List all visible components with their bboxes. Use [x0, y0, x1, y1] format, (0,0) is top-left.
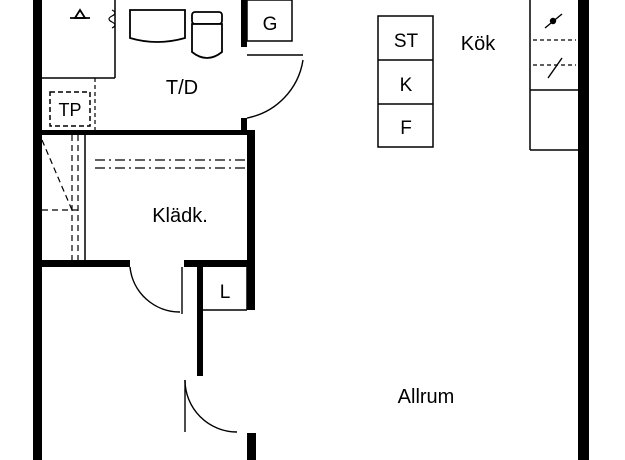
toilet-bowl: [191, 23, 223, 59]
bathroom-east-wall-stub: [241, 118, 247, 134]
doors: [129, 54, 304, 433]
fixture-label-freezer: F: [400, 118, 412, 139]
wardrobe-door-swing: [129, 266, 181, 313]
bathroom-door-swing: [246, 59, 304, 119]
toilet-tank: [191, 11, 223, 25]
bathroom-fixtures: [70, 8, 223, 59]
room-label-living: Allrum: [398, 386, 455, 408]
east-outer-wall: [578, 0, 589, 460]
stairs: [544, 13, 563, 79]
heat-pump-box: [49, 91, 91, 127]
thin-lines: [42, 0, 578, 311]
west-outer-wall: [33, 0, 42, 460]
wardrobe-dash-diag: [41, 139, 73, 211]
walls: [33, 0, 589, 460]
towel-dryer-icon: [108, 9, 116, 29]
stair-arrow-2: [547, 57, 563, 79]
room-label-bathroom: T/D: [166, 77, 198, 99]
labels: T/D Klädk. Kök Allrum G TP L ST K F: [58, 14, 496, 408]
bathroom-south-wall: [42, 130, 247, 135]
wardrobe-south-wall-left: [42, 260, 130, 267]
laundry-cabinet-box: [246, 0, 293, 42]
shower-drain-icon: [73, 8, 87, 19]
fixture-label-refrigerator: K: [400, 75, 413, 96]
fixture-label-heat-pump: TP: [58, 100, 81, 120]
stair-mark: [549, 17, 557, 25]
central-wall-south: [247, 433, 256, 460]
wardrobe-south-wall-right: [184, 260, 255, 267]
fixture-label-laundry: G: [263, 14, 278, 35]
sink: [129, 9, 186, 43]
hall-closet-wall: [197, 267, 203, 376]
room-label-kitchen: Kök: [461, 33, 496, 55]
wardrobe-east-wall: [247, 130, 255, 310]
room-label-wardrobe: Klädk.: [152, 205, 208, 227]
fixture-label-tall-cabinet: ST: [394, 31, 419, 52]
bathroom-east-wall: [241, 0, 247, 47]
hall-door-swing: [184, 379, 238, 433]
dashed-lines: [41, 39, 576, 260]
kitchen-cabinet-column: [377, 15, 434, 148]
fixture-label-linen-closet: L: [220, 282, 231, 303]
